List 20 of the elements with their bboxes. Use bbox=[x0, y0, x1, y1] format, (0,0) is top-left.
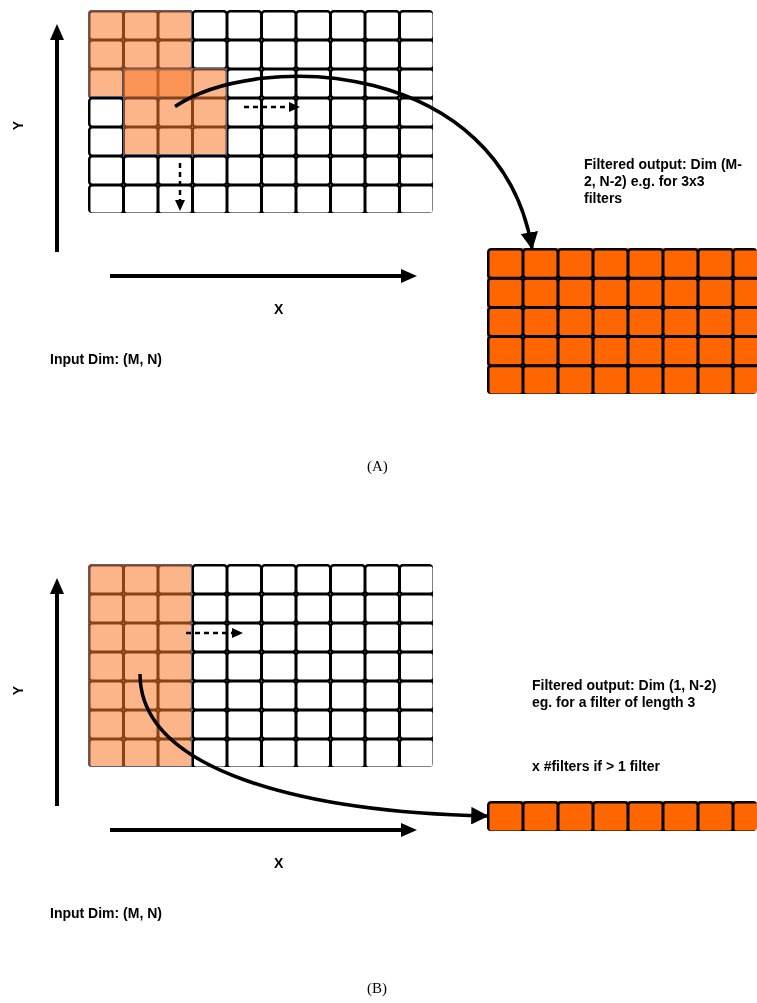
axis-label: X bbox=[274, 855, 284, 872]
curved-arrow bbox=[138, 673, 489, 825]
filter-window bbox=[88, 564, 192, 767]
input-dimension-note: Input Dim: (M, N) bbox=[50, 351, 162, 368]
output-description: Filtered output: Dim (1, N-2) eg. for a filter of length 3 bbox=[532, 677, 718, 711]
panel-caption: (A) bbox=[367, 458, 388, 475]
note: x #filters if > 1 filter bbox=[532, 758, 661, 775]
filter-window bbox=[123, 68, 227, 155]
output-grid bbox=[487, 248, 757, 394]
panel-caption: (B) bbox=[367, 980, 387, 997]
input-grid bbox=[88, 10, 433, 213]
axis-label: X bbox=[274, 301, 284, 318]
output-grid bbox=[487, 801, 757, 831]
curved-arrow bbox=[174, 74, 537, 250]
axis-label: Y bbox=[10, 120, 28, 131]
output-description: Filtered output: Dim (M-2, N-2) e.g. for 3x3 filters bbox=[584, 156, 742, 207]
input-dimension-note: Input Dim: (M, N) bbox=[50, 905, 162, 922]
axis-label: Y bbox=[10, 685, 28, 696]
input-grid bbox=[88, 564, 433, 767]
filter-window bbox=[88, 10, 192, 97]
